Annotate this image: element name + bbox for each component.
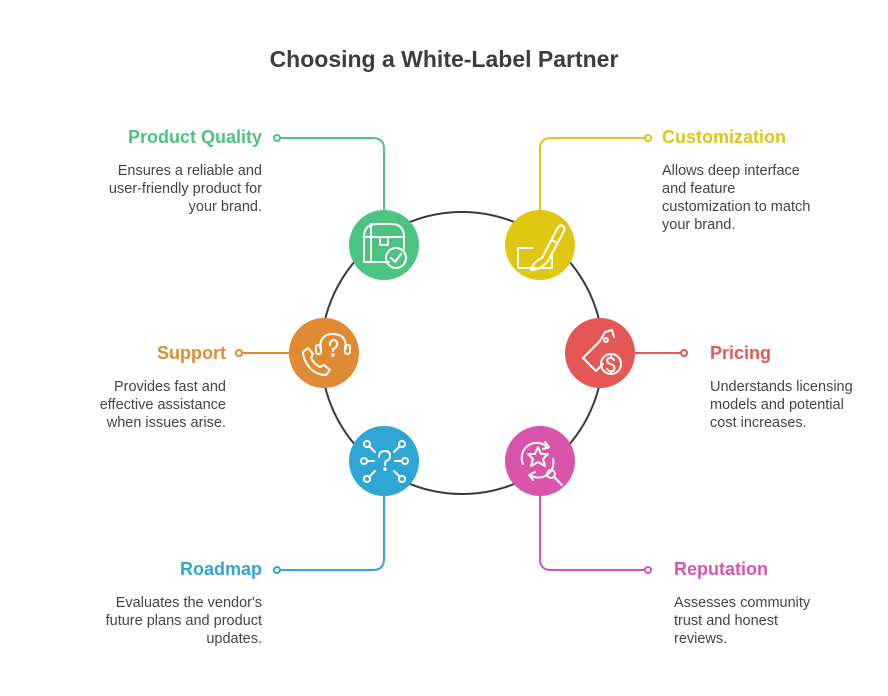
label-customization: Customization — [662, 127, 786, 147]
desc-line: Allows deep interface — [662, 163, 800, 179]
node-reputation — [505, 426, 575, 496]
star-magnifier-icon — [520, 441, 563, 486]
connector-reputation — [539, 494, 647, 571]
desc-line: Provides fast and — [113, 379, 226, 395]
connector-dot-reputation — [644, 566, 652, 574]
label-roadmap: Roadmap — [179, 559, 262, 579]
desc-line: effective assistance — [99, 397, 226, 413]
node-support — [289, 318, 359, 388]
desc-line: when issues arise. — [106, 415, 226, 431]
desc-customization: Allows deep interface and feature custom… — [662, 162, 852, 234]
connector-customization — [539, 137, 647, 212]
label-support: Support — [157, 343, 226, 363]
desc-line: updates. — [206, 631, 262, 647]
connector-dot-customization — [644, 134, 652, 142]
connector-product-quality — [278, 137, 385, 212]
node-product-quality — [349, 210, 419, 280]
desc-line: your brand. — [662, 217, 736, 233]
desc-product-quality: Ensures a reliable and user-friendly pro… — [72, 162, 262, 216]
desc-line: Ensures a reliable and — [117, 163, 262, 179]
desc-support: Provides fast and effective assistance w… — [56, 378, 226, 432]
node-customization — [505, 210, 575, 280]
connector-dot-pricing — [680, 349, 688, 357]
connector-dot-product-quality — [273, 134, 281, 142]
support-phone-icon — [302, 333, 351, 376]
desc-line: models and potential — [710, 397, 844, 413]
desc-line: and feature — [662, 181, 736, 197]
question-network-icon — [360, 440, 409, 483]
desc-line: Understands licensing — [710, 379, 853, 395]
desc-line: your brand. — [188, 199, 262, 215]
price-tag-dollar-icon — [582, 329, 622, 375]
label-product-quality: Product Quality — [127, 127, 262, 147]
desc-line: Evaluates the vendor's — [115, 595, 262, 611]
label-reputation: Reputation — [674, 559, 768, 579]
node-pricing — [565, 318, 635, 388]
treasure-chest-check-icon — [363, 223, 407, 269]
connector-roadmap — [278, 494, 385, 571]
page-title: Choosing a White-Label Partner — [269, 46, 619, 72]
paintbrush-icon — [517, 224, 566, 271]
desc-line: Assesses community — [674, 595, 811, 611]
connector-dot-roadmap — [273, 566, 281, 574]
desc-line: customization to match — [662, 199, 811, 215]
connector-dot-support — [235, 349, 243, 357]
desc-line: cost increases. — [710, 415, 807, 431]
desc-roadmap: Evaluates the vendor's future plans and … — [62, 594, 262, 648]
node-roadmap — [349, 426, 419, 496]
desc-pricing: Understands licensing models and potenti… — [710, 378, 880, 432]
desc-line: reviews. — [674, 631, 728, 647]
desc-line: trust and honest — [674, 613, 778, 629]
desc-reputation: Assesses community trust and honest revi… — [674, 594, 864, 648]
desc-line: user-friendly product for — [108, 181, 262, 197]
desc-line: future plans and product — [105, 613, 262, 629]
label-pricing: Pricing — [710, 343, 772, 363]
